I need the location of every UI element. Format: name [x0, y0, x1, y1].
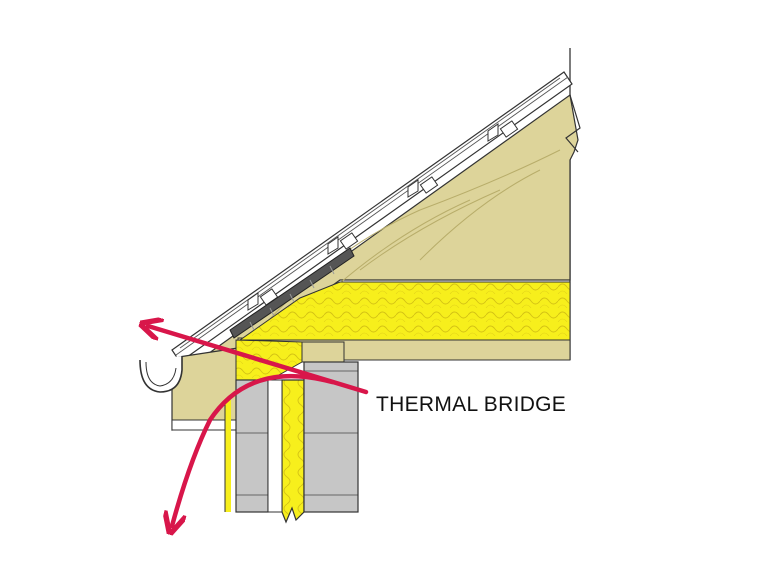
- cavity-gap: [267, 379, 283, 513]
- gutter-inner: [145, 361, 177, 387]
- vent-hatch: [249, 265, 335, 331]
- eaves-ventilation-strip: [229, 247, 355, 339]
- roof-tile-lines: [175, 76, 569, 356]
- thermal-bridge-label: THERMAL BRIDGE: [376, 393, 566, 416]
- loft-insulation: [238, 281, 571, 341]
- wall-plate: [301, 341, 345, 363]
- roof-battens: [259, 120, 519, 306]
- inner-masonry-leaf: [303, 361, 359, 513]
- rafter-break-line: [565, 94, 581, 153]
- tile-steps: [247, 123, 499, 311]
- cavity-insulation: [281, 379, 305, 524]
- heat-loss-arrow-lower: [172, 373, 335, 526]
- gutter-icon: [139, 356, 183, 393]
- outer-masonry-leaf: [235, 379, 269, 513]
